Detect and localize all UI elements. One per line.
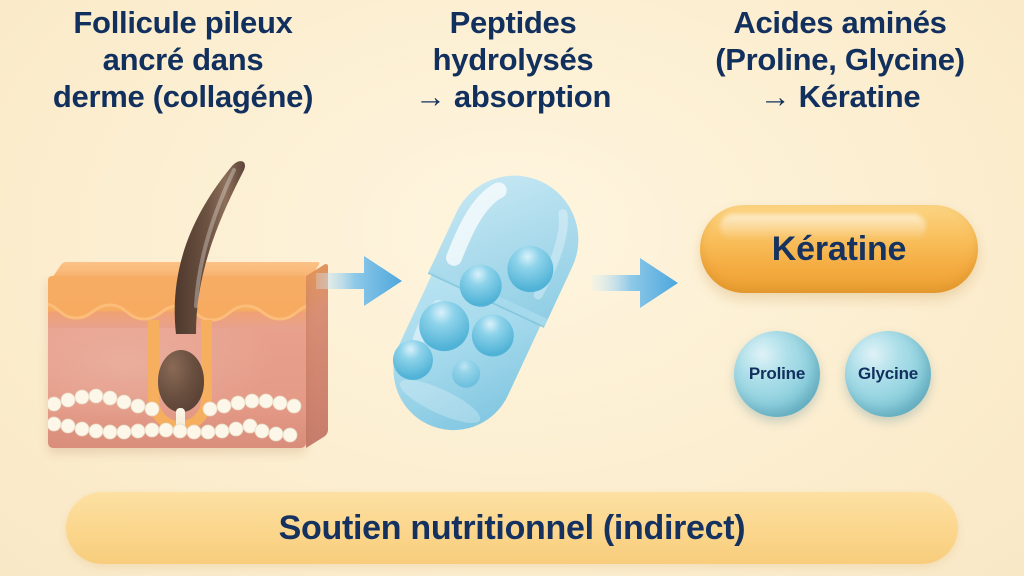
bottom-banner: Soutien nutritionnel (indirect)	[66, 492, 958, 564]
heading-acides-amines: Acides aminés (Proline, Glycine) → Kérat…	[715, 5, 965, 114]
hair-shaft-icon	[174, 161, 245, 334]
keratine-capsule: Kératine	[700, 205, 978, 293]
arrow-follicle-to-capsule-icon	[316, 256, 402, 306]
hair-bulb	[158, 350, 204, 412]
bottom-banner-label: Soutien nutritionnel (indirect)	[278, 508, 746, 547]
collagen-fiber-chain	[48, 388, 302, 417]
capsule-granule	[507, 246, 554, 293]
capsule-granule	[392, 340, 433, 381]
follicle-papilla-stalk	[176, 408, 185, 438]
glycine-label: Glycine	[857, 364, 919, 383]
amino-acid-sphere-glycine: Glycine	[845, 331, 931, 417]
capsule-granule	[471, 314, 514, 357]
arrow-capsule-to-keratine-icon	[592, 258, 678, 308]
amino-acid-sphere-proline: Proline	[734, 331, 820, 417]
skin-cross-section-icon	[48, 161, 328, 448]
proline-label: Proline	[748, 364, 806, 383]
collagen-fiber-chain	[48, 416, 298, 443]
capsule-granule	[459, 264, 502, 307]
supplement-capsule-icon	[392, 175, 579, 431]
heading-peptides-hydrolyses: Peptides hydrolysés → absorption	[414, 5, 612, 114]
heading-follicule-pileux: Follicule pileux ancré dans derme (colla…	[52, 5, 314, 114]
capsule-granule	[419, 301, 470, 352]
keratine-label: Kératine	[771, 229, 907, 268]
capsule-granule	[452, 359, 481, 388]
